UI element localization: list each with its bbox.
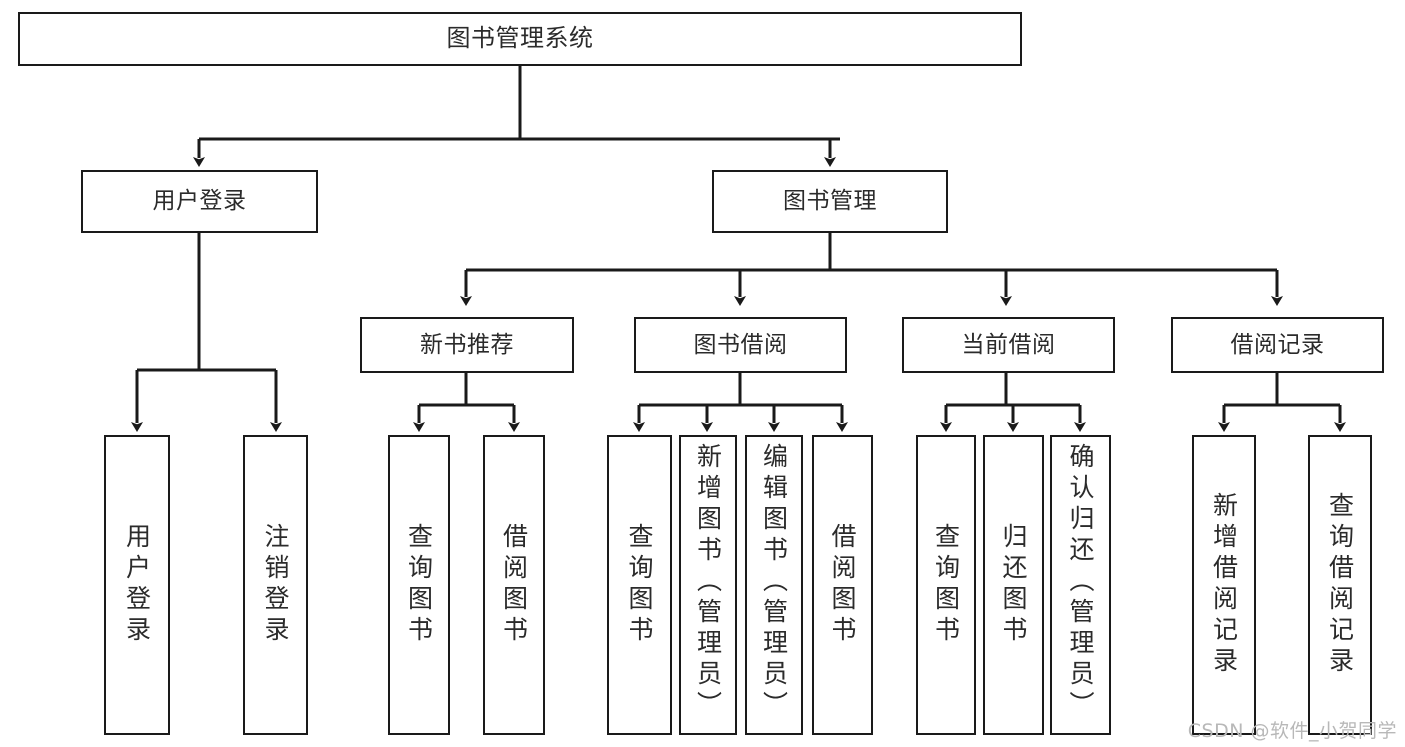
node-leaf-logout[interactable]: 注销登录 bbox=[243, 435, 308, 735]
watermark: CSDN @软件_小贺同学 bbox=[1187, 720, 1397, 742]
node-label: 当前借阅 bbox=[961, 331, 1056, 358]
node-leaf-add-record[interactable]: 新增借阅记录 bbox=[1192, 435, 1256, 735]
node-book-borrow[interactable]: 图书借阅 bbox=[634, 317, 847, 373]
node-label: 图书管理系统 bbox=[446, 24, 594, 53]
node-label: 图书管理 bbox=[783, 188, 877, 215]
node-label: 查询图书 bbox=[404, 523, 434, 647]
node-label: 新增图书（管理员） bbox=[693, 443, 723, 722]
node-label: 借阅记录 bbox=[1230, 331, 1325, 358]
node-leaf-edit-book[interactable]: 编辑图书（管理员） bbox=[745, 435, 803, 735]
node-leaf-add-book[interactable]: 新增图书（管理员） bbox=[679, 435, 737, 735]
node-leaf-return-book[interactable]: 归还图书 bbox=[983, 435, 1044, 735]
node-label: 查询图书 bbox=[931, 523, 961, 647]
node-user-login[interactable]: 用户登录 bbox=[81, 170, 318, 233]
node-label: 归还图书 bbox=[999, 523, 1028, 647]
node-leaf-borrow-book-2[interactable]: 借阅图书 bbox=[812, 435, 873, 735]
node-current-borrow[interactable]: 当前借阅 bbox=[902, 317, 1115, 373]
node-label: 注销登录 bbox=[261, 523, 290, 647]
node-borrow-record[interactable]: 借阅记录 bbox=[1171, 317, 1384, 373]
node-label: 编辑图书（管理员） bbox=[759, 443, 789, 722]
node-label: 借阅图书 bbox=[499, 523, 529, 647]
node-label: 查询借阅记录 bbox=[1325, 492, 1355, 678]
node-label: 用户登录 bbox=[152, 188, 247, 215]
node-label: 用户登录 bbox=[122, 523, 152, 647]
node-leaf-borrow-book-1[interactable]: 借阅图书 bbox=[483, 435, 545, 735]
node-label: 确认归还（管理员） bbox=[1066, 443, 1095, 722]
node-leaf-confirm-return[interactable]: 确认归还（管理员） bbox=[1050, 435, 1111, 735]
node-new-book-recommend[interactable]: 新书推荐 bbox=[360, 317, 574, 373]
node-leaf-query-book-3[interactable]: 查询图书 bbox=[916, 435, 976, 735]
node-leaf-query-book-2[interactable]: 查询图书 bbox=[607, 435, 672, 735]
node-leaf-query-book-1[interactable]: 查询图书 bbox=[388, 435, 450, 735]
node-leaf-query-record[interactable]: 查询借阅记录 bbox=[1308, 435, 1372, 735]
node-label: 新增借阅记录 bbox=[1209, 492, 1239, 678]
node-label: 新书推荐 bbox=[420, 331, 514, 358]
node-root-system[interactable]: 图书管理系统 bbox=[18, 12, 1022, 66]
node-label: 查询图书 bbox=[625, 523, 654, 647]
node-book-management[interactable]: 图书管理 bbox=[712, 170, 948, 233]
node-leaf-user-login[interactable]: 用户登录 bbox=[104, 435, 170, 735]
node-label: 图书借阅 bbox=[693, 331, 788, 358]
node-label: 借阅图书 bbox=[828, 523, 857, 647]
